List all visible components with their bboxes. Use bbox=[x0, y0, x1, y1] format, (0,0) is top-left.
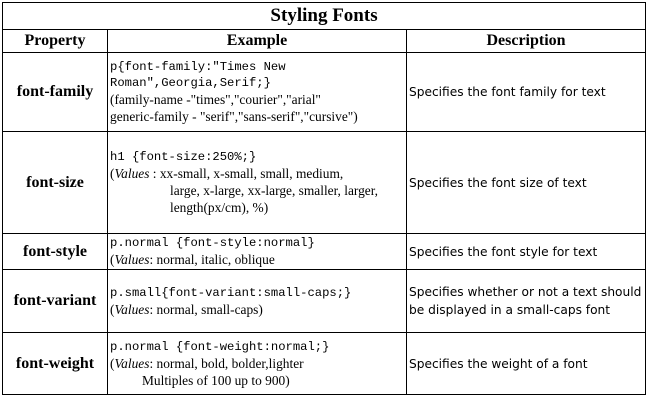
table-row-font-family: font-family p{font-family:"Times New Rom… bbox=[2, 52, 647, 132]
example-code: p{font-family:"Times New Roman",Georgia,… bbox=[110, 60, 293, 90]
property-cell: font-style bbox=[2, 233, 108, 270]
example-text-line: Multiples of 100 up to 900) bbox=[142, 372, 290, 388]
property-cell: font-weight bbox=[2, 332, 108, 395]
values-label: Values bbox=[114, 355, 150, 371]
example-cell: p.small{font-variant:small-caps;} (Value… bbox=[107, 269, 407, 333]
values-text: : normal, bold, bolder,lighter bbox=[149, 355, 304, 371]
example-cell: p{font-family:"Times New Roman",Georgia,… bbox=[107, 52, 407, 132]
example-code: p.normal {font-style:normal} bbox=[110, 236, 315, 250]
example-text-line: (family-name -"times","courier","arial" bbox=[110, 92, 321, 107]
example-values-line: (Values: normal, italic, oblique bbox=[110, 251, 404, 268]
description-cell: Specifies the font family for text bbox=[405, 52, 647, 132]
example-code: h1 {font-size:250%;} bbox=[110, 150, 257, 164]
description-cell: Specifies whether or not a text should b… bbox=[405, 269, 647, 333]
values-text: : normal, small-caps) bbox=[149, 301, 263, 317]
values-label: Values bbox=[114, 252, 150, 267]
table-row-font-variant: font-variant p.small{font-variant:small-… bbox=[2, 269, 647, 333]
property-cell: font-variant bbox=[2, 269, 108, 333]
example-values-line: (Values : xx-small, x-small, small, medi… bbox=[110, 165, 404, 182]
example-values-line: (Values: normal, small-caps) bbox=[110, 301, 404, 318]
header-description: Description bbox=[405, 29, 647, 53]
example-code: p.small{font-variant:small-caps;} bbox=[110, 285, 352, 300]
styling-fonts-table-wrapper: Styling Fonts Property Example Descripti… bbox=[1, 2, 647, 395]
table-row-font-size: font-size h1 {font-size:250%;} (Values :… bbox=[2, 131, 647, 234]
description-cell: Specifies the weight of a font bbox=[405, 332, 647, 395]
description-cell: Specifies the font size of text bbox=[405, 131, 647, 234]
open-paren: ( bbox=[110, 355, 115, 371]
values-text: : normal, italic, oblique bbox=[149, 252, 275, 267]
header-row: Property Example Description bbox=[2, 29, 647, 53]
table-title: Styling Fonts bbox=[1, 2, 647, 30]
header-example: Example bbox=[107, 29, 407, 53]
open-paren: ( bbox=[110, 166, 115, 181]
example-values-line: (Values: normal, bold, bolder,lighter bbox=[110, 355, 404, 372]
title-row: Styling Fonts bbox=[1, 2, 647, 30]
example-text-line: large, x-large, xx-large, smaller, large… bbox=[170, 183, 379, 198]
table-row-font-weight: font-weight p.normal {font-weight:normal… bbox=[2, 332, 647, 395]
description-cell: Specifies the font style for text bbox=[405, 233, 647, 270]
example-cell: p.normal {font-style:normal} (Values: no… bbox=[107, 233, 407, 270]
header-property: Property bbox=[2, 29, 108, 53]
example-text-line: generic-family - "serif","sans-serif","c… bbox=[110, 109, 358, 124]
open-paren: ( bbox=[110, 301, 115, 317]
property-cell: font-family bbox=[2, 52, 108, 132]
example-cell: h1 {font-size:250%;} (Values : xx-small,… bbox=[107, 131, 407, 234]
values-text: : xx-small, x-small, small, medium, bbox=[149, 166, 344, 181]
table-row-font-style: font-style p.normal {font-style:normal} … bbox=[2, 233, 647, 270]
open-paren: ( bbox=[110, 252, 115, 267]
example-cell: p.normal {font-weight:normal;} (Values: … bbox=[107, 332, 407, 395]
property-cell: font-size bbox=[2, 131, 108, 234]
example-code: p.normal {font-weight:normal;} bbox=[110, 339, 330, 354]
example-text-line: length(px/cm), %) bbox=[170, 200, 269, 215]
styling-fonts-table: Styling Fonts Property Example Descripti… bbox=[1, 2, 647, 395]
values-label: Values bbox=[114, 301, 150, 317]
values-label: Values bbox=[114, 166, 150, 181]
